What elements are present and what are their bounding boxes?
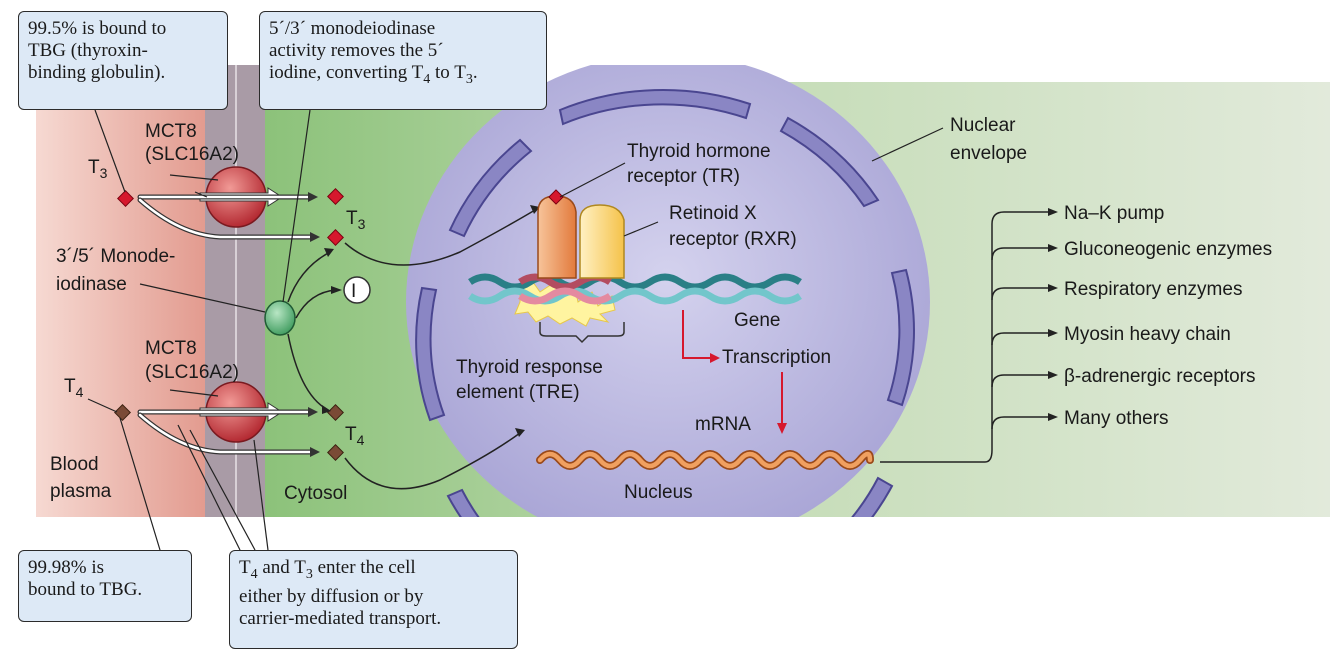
tr-bound-t3-marker: [548, 189, 564, 205]
output-beta-adrenergic-receptors: β-adrenergic receptors: [1064, 366, 1256, 387]
t3-cytosol-marker-1: [327, 188, 344, 205]
mrna-arrowhead: [777, 423, 787, 434]
t4-plasma-label: T4: [64, 376, 84, 400]
transcription-label: Transcription: [722, 347, 831, 368]
tr-label-2: receptor (TR): [627, 166, 740, 187]
callout-tbg-t4: 99.98% is bound to TBG.: [18, 550, 192, 622]
output-na-k-pump: Na–K pump: [1064, 203, 1164, 224]
monodeiodinase-label-1: 3´/5´ Monode-: [56, 246, 175, 267]
transcription-arrow: [682, 310, 712, 359]
callout-cell-entry: T4 and T3 enter the cell either by diffu…: [229, 550, 518, 649]
iodine-circle: [343, 276, 371, 304]
output-many-others: Many others: [1064, 408, 1169, 429]
iodine-label: I: [351, 281, 356, 302]
blood-plasma-label-1: Blood: [50, 454, 99, 475]
nuclear-envelope: [415, 88, 915, 517]
tr-label-1: Thyroid hormone: [627, 141, 771, 162]
leader-lines: [87, 109, 944, 551]
t3-plasma-marker: [117, 190, 134, 207]
callout-deiodinase: 5´/3´ monodeiodinase activity removes th…: [259, 11, 547, 110]
mct8-bottom-label: MCT8: [145, 338, 197, 359]
mrna-strand-highlight: [537, 451, 873, 469]
rxr-label-2: receptor (RXR): [669, 229, 797, 250]
transport-pathways: [137, 194, 315, 455]
pathway-arrowheads: [308, 192, 320, 457]
callout-cell-entry-line-3: carrier-mediated transport.: [239, 607, 442, 629]
dna-helix: [468, 273, 802, 305]
callout-deiodinase-line-2: activity removes the 5´: [269, 40, 444, 61]
nuclear-envelope-label-1: Nuclear: [950, 115, 1016, 136]
t4-cytosol-label: T4: [345, 424, 365, 448]
output-myosin-heavy-chain: Myosin heavy chain: [1064, 324, 1231, 345]
tre-label-1: Thyroid response: [456, 357, 603, 378]
nucleus: [406, 65, 930, 517]
rxr-label-1: Retinoid X: [669, 203, 757, 224]
callout-tbg-t3: 99.5% is bound to TBG (thyroxin- binding…: [18, 11, 228, 110]
transcription-arrowhead: [710, 353, 720, 363]
tre-label-2: element (TRE): [456, 382, 580, 403]
callout-deiodinase-line-1: 5´/3´ monodeiodinase: [269, 18, 436, 39]
t3-cytosol-marker-2: [327, 229, 344, 246]
mct8-top-sublabel: (SLC16A2): [145, 144, 239, 165]
gene-label: Gene: [734, 310, 780, 331]
blood-plasma-label-2: plasma: [50, 481, 112, 502]
mrna-label: mRNA: [695, 414, 751, 435]
cytosol-label: Cytosol: [284, 483, 347, 504]
nuclear-envelope-label-2: envelope: [950, 143, 1027, 164]
mct8-top-label: MCT8: [145, 121, 197, 142]
thyroid-hormone-receptor: [537, 195, 577, 279]
blood-plasma-region: [36, 110, 208, 517]
t3-cytosol-label: T3: [346, 208, 366, 232]
mct8-bottom-sublabel: (SLC16A2): [145, 362, 239, 383]
t4-plasma-marker: [114, 404, 131, 421]
callout-deiodinase-line-3: iodine, converting T4 to T3.: [269, 62, 478, 87]
retinoid-x-receptor: [579, 204, 625, 279]
output-gluconeogenic-enzymes: Gluconeogenic enzymes: [1064, 239, 1272, 260]
t3-plasma-label: T3: [88, 157, 108, 181]
output-respiratory-enzymes: Respiratory enzymes: [1064, 279, 1242, 300]
monodeiodinase-enzyme: [264, 300, 296, 336]
nucleus-label: Nucleus: [624, 482, 693, 503]
callout-cell-entry-line-1: T4 and T3 enter the cell: [239, 557, 416, 582]
callout-cell-entry-line-2: either by diffusion or by: [239, 585, 424, 607]
t4-cytosol-marker-2: [327, 444, 344, 461]
conversion-arrowheads: [322, 205, 1058, 437]
tre-brace: [539, 322, 625, 344]
monodeiodinase-label-2: iodinase: [56, 274, 127, 295]
t4-cytosol-marker-1: [327, 404, 344, 421]
